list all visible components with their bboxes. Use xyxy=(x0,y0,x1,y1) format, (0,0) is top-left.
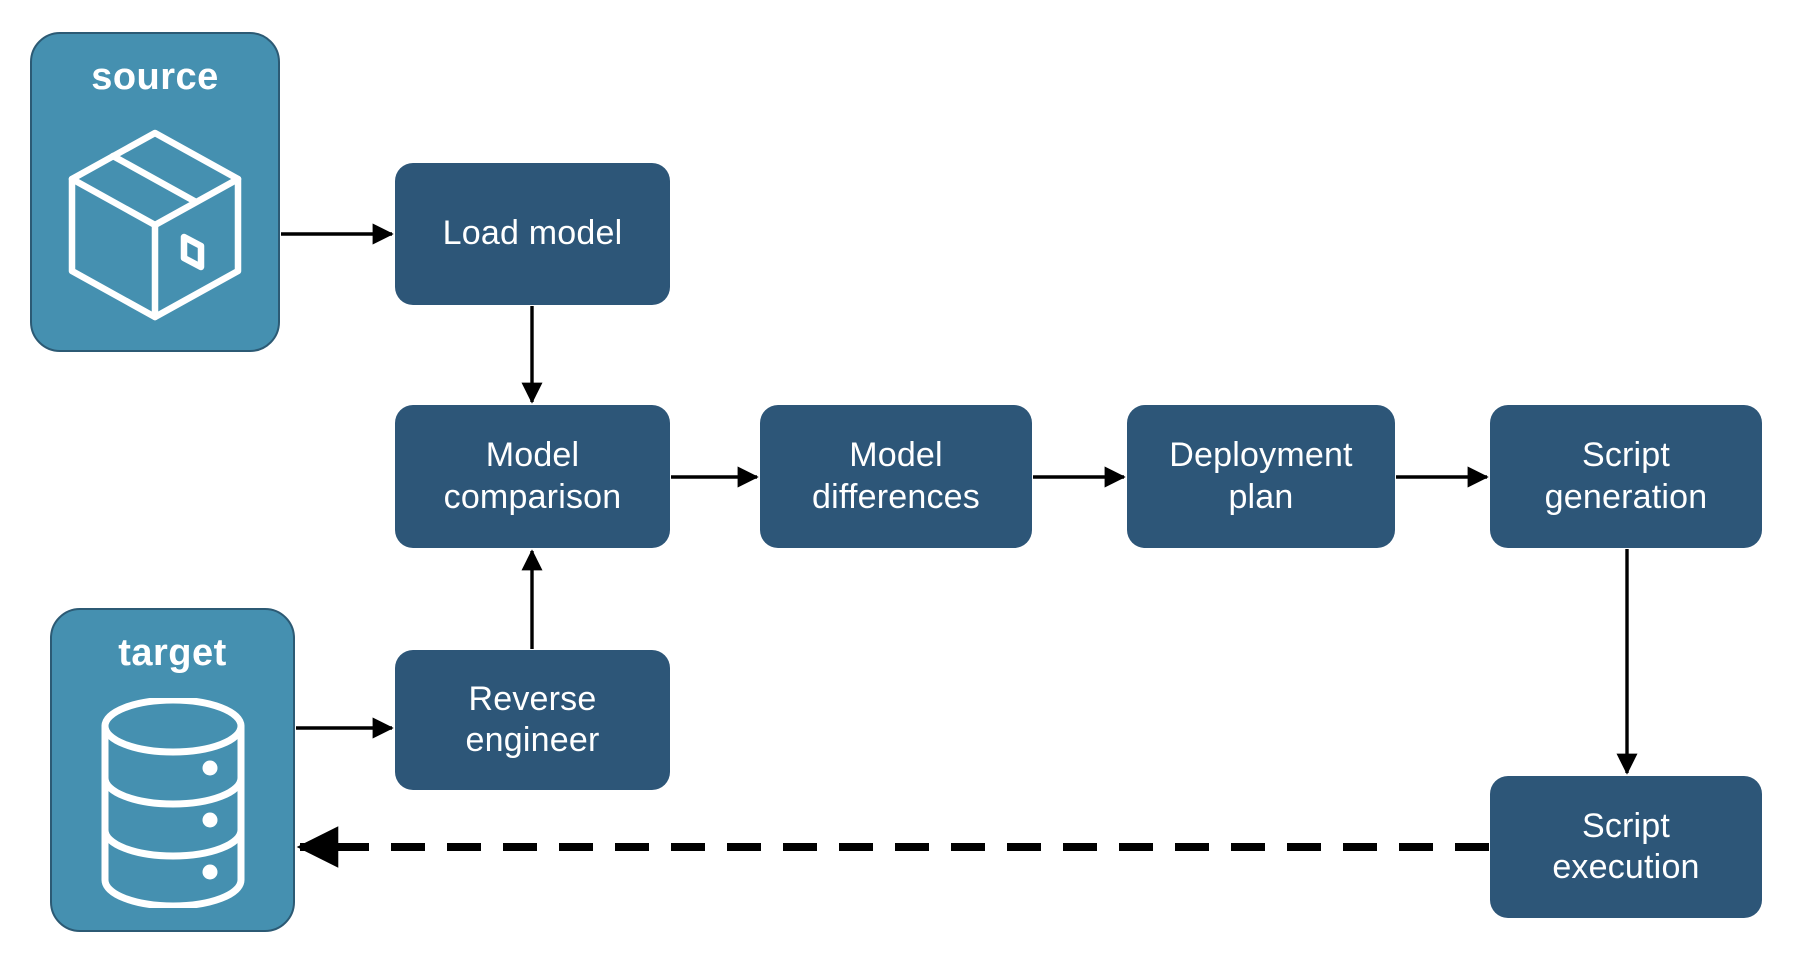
endpoint-source-label: source xyxy=(91,56,219,98)
process-script-generation-label: Script generation xyxy=(1544,436,1708,516)
process-model-differences-label: Model differences xyxy=(812,436,980,516)
process-deployment-plan-label: Deployment plan xyxy=(1169,436,1353,516)
process-deployment-plan[interactable]: Deployment plan xyxy=(1127,405,1395,548)
endpoint-source[interactable]: source xyxy=(30,32,280,352)
process-script-execution-label: Script execution xyxy=(1552,806,1700,886)
process-script-generation[interactable]: Script generation xyxy=(1490,405,1762,548)
endpoint-target[interactable]: target xyxy=(50,608,295,932)
process-reverse-engineer[interactable]: Reverse engineer xyxy=(395,650,670,790)
process-model-comparison-label: Model comparison xyxy=(443,436,622,516)
process-load-model-label: Load model xyxy=(442,214,623,253)
process-load-model[interactable]: Load model xyxy=(395,163,670,305)
process-reverse-engineer-label: Reverse engineer xyxy=(465,679,600,759)
package-box-icon xyxy=(32,99,278,350)
endpoint-target-label: target xyxy=(118,632,227,674)
process-model-differences[interactable]: Model differences xyxy=(760,405,1032,548)
database-cylinder-icon xyxy=(52,675,293,930)
process-model-comparison[interactable]: Model comparison xyxy=(395,405,670,548)
process-script-execution[interactable]: Script execution xyxy=(1490,776,1762,918)
